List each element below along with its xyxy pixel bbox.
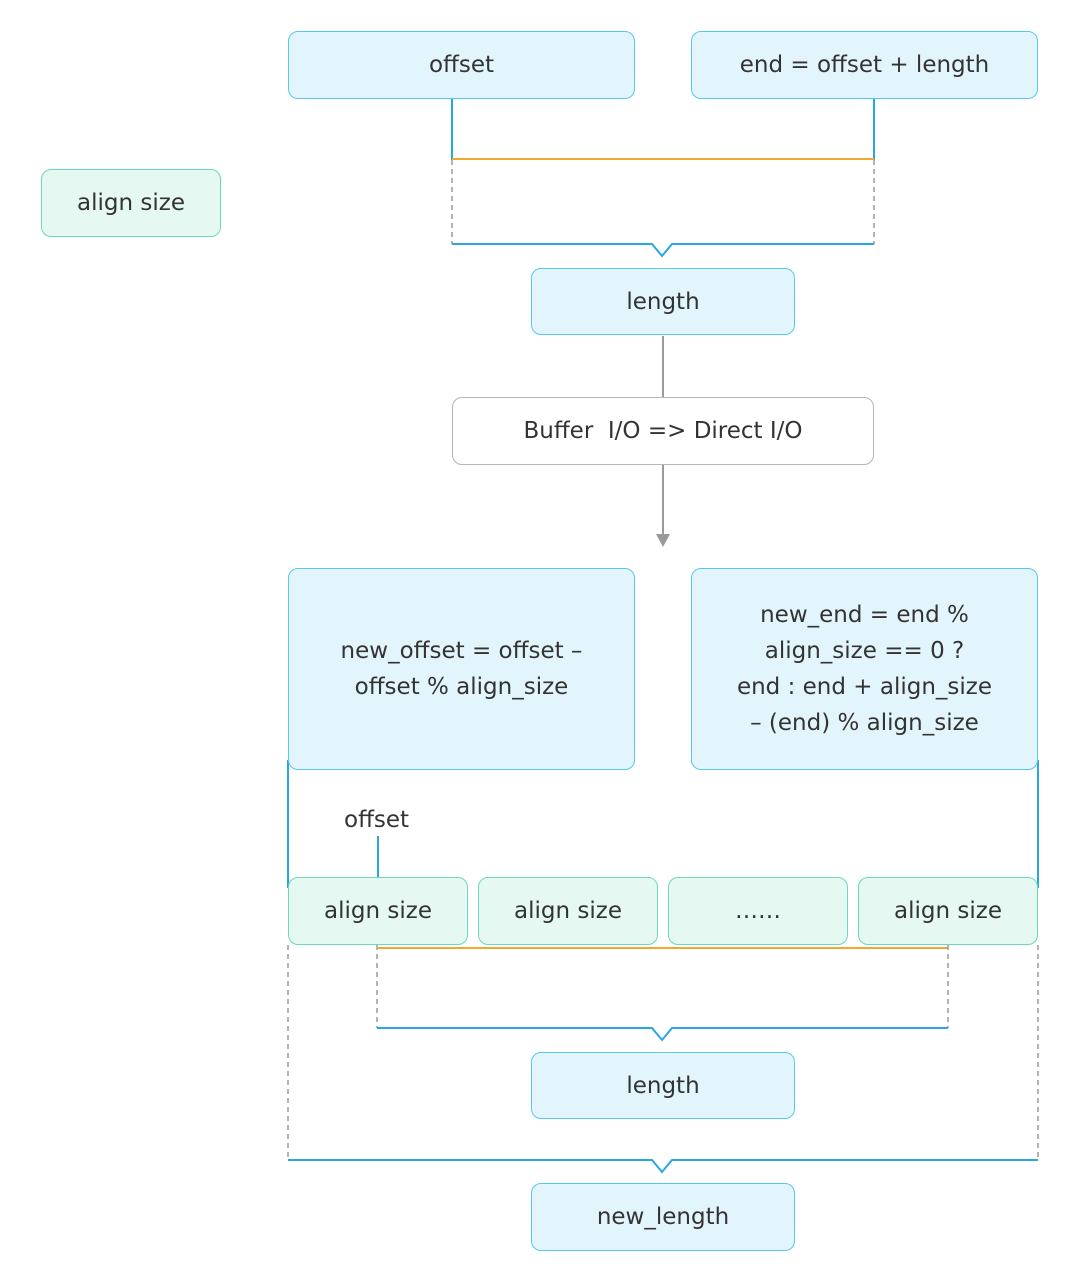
inner-length-box: length <box>531 1052 795 1119</box>
offset-box: offset <box>288 31 635 99</box>
down-arrow-icon <box>656 534 670 547</box>
block-offset-label: offset <box>344 807 410 833</box>
legend-align-size-box: align size <box>41 169 221 237</box>
align-size-block-label: align size <box>514 898 622 924</box>
legend-align-size-label: align size <box>77 190 185 216</box>
top-length-label: length <box>626 288 700 315</box>
offset-box-label: offset <box>428 52 495 78</box>
new-length-label: new_length <box>596 1204 730 1230</box>
align-size-block-label: align size <box>894 898 1002 924</box>
ellipsis-block: …… <box>668 877 848 945</box>
top-length-box: length <box>531 268 795 335</box>
align-size-block: align size <box>478 877 658 945</box>
top-length-bracket <box>452 243 874 258</box>
align-size-block: align size <box>858 877 1038 945</box>
process-box: Buffer I/O => Direct I/O <box>452 397 874 465</box>
ellipsis-block-label: …… <box>735 898 781 924</box>
end-box-label: end = offset + length <box>739 52 990 78</box>
align-size-block: align size <box>288 877 468 945</box>
new-offset-formula: new_offset = offset – offset % align_siz… <box>340 638 583 700</box>
align-size-block-label: align size <box>324 898 432 924</box>
new-end-formula: new_end = end % align_size == 0 ? end : … <box>736 602 993 736</box>
inner-length-bracket <box>377 1027 948 1042</box>
new-offset-formula-box: new_offset = offset – offset % align_siz… <box>288 568 635 770</box>
inner-length-label: length <box>626 1072 700 1099</box>
new-end-formula-box: new_end = end % align_size == 0 ? end : … <box>691 568 1038 770</box>
top-range <box>451 98 875 244</box>
new-length-bracket <box>288 1159 1038 1174</box>
new-length-box: new_length <box>531 1183 795 1251</box>
end-box: end = offset + length <box>691 31 1038 99</box>
process-label: Buffer I/O => Direct I/O <box>523 418 803 444</box>
